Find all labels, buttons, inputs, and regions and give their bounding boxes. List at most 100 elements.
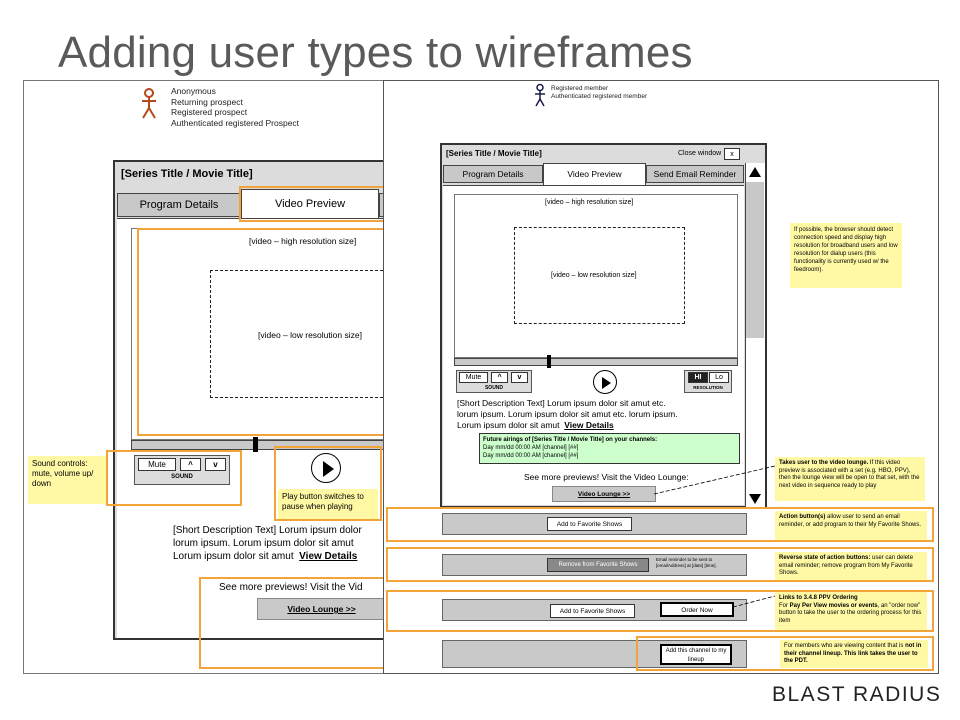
note-lounge-heading: Takes user to the video lounge. bbox=[779, 460, 869, 466]
view-details-link[interactable]: View Details bbox=[564, 420, 614, 430]
lo-resolution-button[interactable]: Lo bbox=[709, 372, 729, 383]
volume-up-button[interactable]: ^ bbox=[180, 458, 201, 471]
tab-program-details[interactable]: Program Details bbox=[443, 165, 543, 183]
right-description: [Short Description Text] Lorum ipsum dol… bbox=[457, 398, 678, 431]
right-previews-text: See more previews! Visit the Video Loung… bbox=[524, 472, 689, 482]
right-video-low-box bbox=[514, 227, 685, 324]
note-reverse-text: user can delete email reminder; remove p… bbox=[779, 555, 914, 576]
highlight-video-tab bbox=[239, 186, 391, 222]
user-type: Returning prospect bbox=[171, 96, 243, 107]
view-details-link[interactable]: View Details bbox=[299, 551, 358, 562]
add-favorite-button[interactable]: Add to Favorite Shows bbox=[547, 517, 632, 531]
user-type: Anonymous bbox=[171, 86, 216, 96]
member-actor-icon bbox=[535, 83, 545, 107]
right-progress-bar[interactable] bbox=[454, 358, 738, 366]
description-line: [Short Description Text] Lorum ipsum dol… bbox=[457, 398, 666, 408]
volume-up-button[interactable]: ^ bbox=[491, 372, 508, 383]
blast-radius-logo: BLAST RADIUS bbox=[772, 683, 941, 706]
note-lineup-bold: not in their channel lineup. This link t… bbox=[784, 643, 922, 664]
tab-video-preview[interactable]: Video Preview bbox=[241, 189, 379, 219]
airing-item: Day mm/dd 00:00 AM [channel] [##] bbox=[483, 445, 579, 451]
right-progress-handle[interactable] bbox=[547, 355, 551, 368]
description-line: Lorum ipsum dolor sit amut bbox=[457, 420, 560, 430]
user-actor-icon bbox=[142, 88, 156, 119]
left-video-high-label: [video – high resolution size] bbox=[249, 236, 357, 246]
play-icon[interactable] bbox=[311, 453, 341, 483]
tab-video-preview[interactable]: Video Preview bbox=[543, 163, 646, 185]
scroll-down-icon[interactable] bbox=[748, 493, 762, 505]
note-action-buttons: Action button(s) allow user to send an e… bbox=[775, 511, 927, 541]
scroll-up-icon[interactable] bbox=[748, 166, 762, 178]
future-airings-box: Future airings of [Series Title / Movie … bbox=[479, 433, 740, 464]
add-channel-button[interactable]: Add this channel to my lineup bbox=[660, 644, 732, 665]
note-reverse-state: Reverse state of action buttons: user ca… bbox=[775, 552, 927, 580]
description-line: Lorum ipsum dolor sit amut bbox=[173, 551, 294, 562]
right-video-area bbox=[454, 194, 738, 358]
airings-title: Future airings of [Series Title / Movie … bbox=[483, 437, 658, 443]
highlight-play-button bbox=[274, 446, 382, 521]
volume-down-button[interactable]: v bbox=[205, 458, 226, 471]
note-channel-lineup: For members who are viewing content that… bbox=[780, 640, 928, 668]
left-previews-text: See more previews! Visit the Vid bbox=[219, 582, 363, 593]
mute-button[interactable]: Mute bbox=[138, 458, 176, 471]
video-lounge-link[interactable]: Video Lounge >> bbox=[577, 491, 631, 498]
highlight-row-3 bbox=[386, 590, 934, 632]
user-type: Authenticated registered Prospect bbox=[171, 117, 300, 128]
note-sound-controls: Sound controls: mute, volume up/ down bbox=[28, 456, 106, 504]
description-line: lorum ipsum. Lorum ipsum dolor sit amut … bbox=[457, 409, 678, 419]
sound-label: SOUND bbox=[171, 474, 193, 480]
note-actions-heading: Action button(s) bbox=[779, 514, 826, 520]
right-series-title: [Series Title / Movie Title] bbox=[446, 149, 542, 158]
right-user-types: Registered member Authenticated register… bbox=[551, 85, 647, 101]
user-type: Registered member bbox=[551, 85, 609, 92]
note-lineup-prefix: For members who are viewing content that… bbox=[784, 643, 906, 649]
highlight-row-1 bbox=[386, 507, 934, 542]
add-favorite-button[interactable]: Add to Favorite Shows bbox=[550, 604, 635, 618]
right-video-high-label: [video – high resolution size] bbox=[545, 199, 634, 206]
hi-resolution-button[interactable]: HI bbox=[688, 372, 708, 383]
note-actions-text: allow user to send an email reminder, or… bbox=[779, 514, 922, 528]
scroll-thumb[interactable] bbox=[746, 182, 764, 338]
resolution-label: RESOLUTION bbox=[693, 385, 723, 390]
left-progress-handle[interactable] bbox=[253, 437, 258, 452]
close-button[interactable]: x bbox=[724, 148, 740, 160]
airing-item: Day mm/dd 00:00 AM [channel] [##] bbox=[483, 453, 579, 459]
note-video-lounge: Takes user to the video lounge. If this … bbox=[775, 457, 925, 501]
highlight-row-4 bbox=[636, 636, 934, 671]
note-resolution: If possible, the browser should detect c… bbox=[790, 223, 902, 288]
left-video-low-box bbox=[210, 270, 393, 398]
note-ppv-bold: Pay Per View movies or events bbox=[789, 602, 878, 609]
tab-program-details[interactable]: Program Details bbox=[117, 193, 241, 217]
left-description: [Short Description Text] Lorum ipsum dol… bbox=[173, 524, 362, 563]
close-window-label: Close window bbox=[678, 150, 722, 157]
left-video-low-label: [video – low resolution size] bbox=[258, 330, 362, 340]
logo-text: BLAST RADIUS bbox=[772, 683, 941, 706]
left-user-types: Anonymous Returning prospect Registered … bbox=[171, 86, 299, 128]
video-lounge-link[interactable]: Video Lounge >> bbox=[287, 604, 356, 614]
note-ppv-ordering: Links to 3.4.8 PPV Ordering For Pay Per … bbox=[775, 592, 927, 630]
volume-down-button[interactable]: v bbox=[511, 372, 528, 383]
note-ppv-prefix: For bbox=[779, 602, 790, 609]
play-icon[interactable] bbox=[593, 370, 617, 394]
email-reminder-text: Email reminder to be sent to [emailAddre… bbox=[656, 557, 717, 568]
user-type: Registered prospect bbox=[171, 107, 248, 117]
description-line: [Short Description Text] Lorum ipsum dol… bbox=[173, 525, 362, 536]
note-play-button: Play button switches to pause when playi… bbox=[278, 489, 378, 519]
left-series-title: [Series Title / Movie Title] bbox=[121, 168, 253, 180]
slide-title: Adding user types to wireframes bbox=[58, 28, 693, 77]
right-video-low-label: [video – low resolution size] bbox=[551, 272, 637, 279]
highlight-sound-controls bbox=[106, 450, 242, 506]
mute-button[interactable]: Mute bbox=[459, 372, 488, 383]
left-video-area bbox=[131, 228, 393, 440]
remove-favorite-button[interactable]: Remove from Favorite Shows bbox=[547, 558, 649, 572]
note-ppv-text: , an "order now" button to take the user… bbox=[779, 602, 922, 624]
tab-send-email-reminder[interactable]: Send Email Reminder bbox=[646, 165, 744, 183]
note-lounge-text: If this video preview is associated with… bbox=[779, 460, 920, 489]
highlight-row-2 bbox=[386, 547, 934, 582]
sound-label: SOUND bbox=[484, 385, 504, 391]
order-now-button[interactable]: Order Now bbox=[660, 602, 734, 617]
note-ppv-heading: Links to 3.4.8 PPV Ordering bbox=[779, 595, 858, 601]
user-type: Authenticated registered member bbox=[551, 93, 648, 100]
description-line: lorum ipsum. Lorum ipsum dolor sit amut bbox=[173, 538, 354, 549]
